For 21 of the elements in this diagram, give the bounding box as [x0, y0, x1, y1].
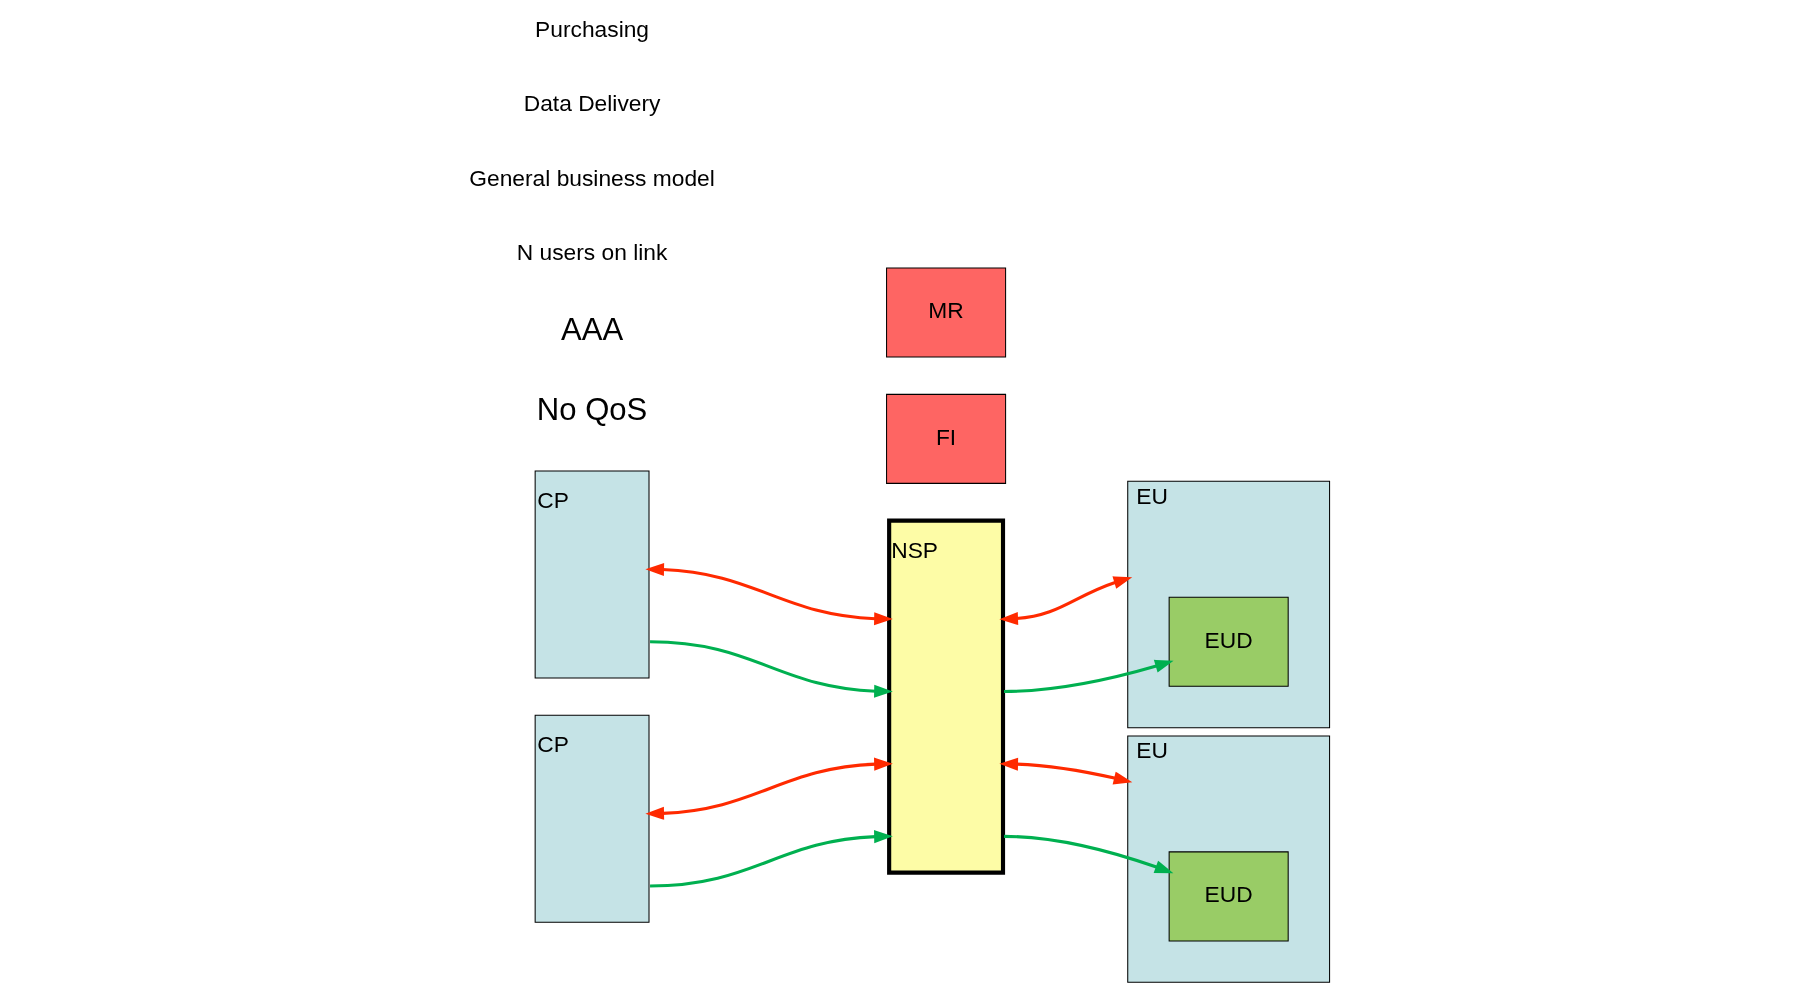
- label: No QoS: [536, 391, 648, 427]
- legend-label: Data Delivery: [523, 90, 661, 117]
- arrow: [645, 563, 893, 626]
- arrow: [650, 640, 893, 698]
- node-box: NSP: [887, 518, 1006, 875]
- label: General business model: [469, 164, 715, 191]
- node-box: CP: [534, 470, 650, 679]
- node-box: EUD: [1168, 851, 1289, 942]
- arrow: [645, 757, 893, 820]
- arrow: [1004, 659, 1174, 693]
- node-box: FI: [886, 393, 1007, 484]
- arrow: [649, 830, 893, 888]
- node-box: CP: [534, 714, 650, 923]
- arrow: [999, 757, 1133, 785]
- arrow: [1004, 834, 1174, 874]
- label: N users on link: [516, 239, 668, 266]
- node-box: EUD: [1168, 596, 1289, 687]
- legend-label: Purchasing: [535, 15, 650, 42]
- arrow: [999, 576, 1133, 626]
- label: AAA: [561, 312, 624, 348]
- node-box: MR: [886, 267, 1007, 358]
